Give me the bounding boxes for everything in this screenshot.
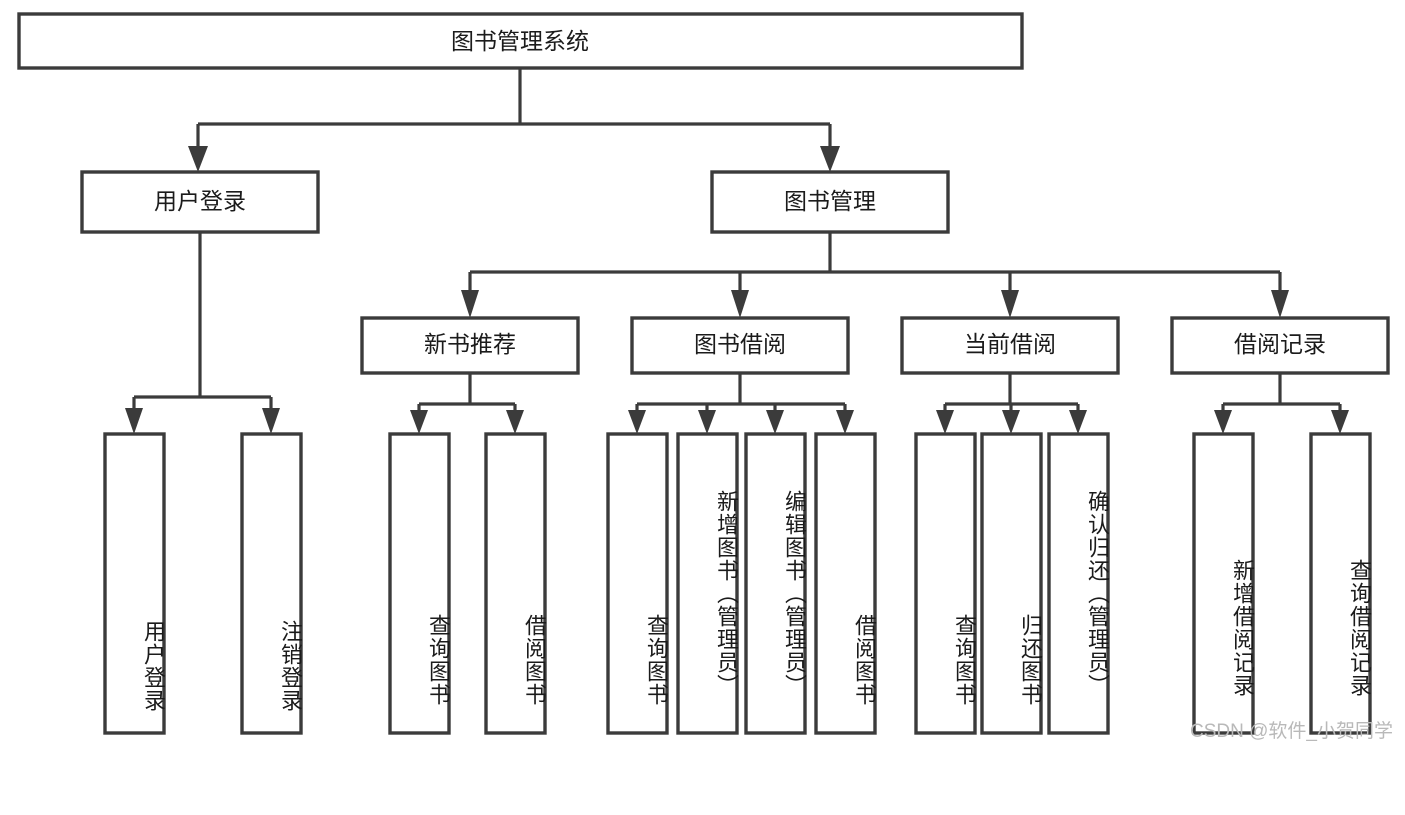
leaf-query-book-1-box[interactable]	[388, 432, 451, 735]
node-book-manage[interactable]: 图书管理	[710, 170, 950, 234]
leaf-query-record-box[interactable]	[1309, 432, 1372, 735]
arrow-head-leaf-return-book	[1002, 410, 1020, 434]
leaf-add-record-box[interactable]	[1192, 432, 1255, 735]
arrow-head-leaf-query-book-2	[628, 410, 646, 434]
diagram-canvas: 图书管理系统 用户登录 图书管理	[17, 12, 1390, 735]
arrow-head-leaf-query-book-1	[410, 410, 428, 434]
arrow-head-leaf-logout	[262, 408, 280, 434]
leaf-borrow-book-1-box[interactable]	[484, 432, 547, 735]
leaf-logout-box[interactable]	[240, 432, 303, 735]
arrow-head-leaf-add-record	[1214, 410, 1232, 434]
arrow-head-book-manage	[820, 146, 840, 172]
leaf-add-book-box[interactable]	[676, 432, 739, 735]
arrow-head-leaf-confirm-return	[1069, 410, 1087, 434]
arrow-head-leaf-edit-book	[766, 410, 784, 434]
connector-root-to-level2	[188, 68, 840, 172]
arrow-head-leaf-borrow-book-2	[836, 410, 854, 434]
node-borrow-record-box[interactable]	[1170, 316, 1390, 375]
node-root-label: 图书管理系统	[451, 28, 589, 54]
node-user-login[interactable]: 用户登录	[80, 170, 320, 234]
node-root[interactable]: 图书管理系统	[17, 12, 1024, 70]
arrow-head-leaf-query-record	[1331, 410, 1349, 434]
csdn-watermark: CSDN @软件_小贺同学	[1190, 721, 1393, 742]
arrow-head-leaf-borrow-book-1	[506, 410, 524, 434]
arrow-head-leaf-user-login	[125, 408, 143, 434]
book-management-system-diagram: 图书管理系统 用户登录 图书管理	[17, 12, 1393, 742]
arrow-head-leaf-add-book	[698, 410, 716, 434]
node-borrow-record-label: 借阅记录	[1234, 331, 1326, 357]
connector-user-login-to-leaves	[125, 232, 280, 434]
node-current-borrow[interactable]: 当前借阅	[900, 316, 1120, 375]
arrow-head-current-borrow	[1001, 290, 1019, 318]
leaf-confirm-return-box[interactable]	[1047, 432, 1110, 735]
node-new-book-recommend[interactable]: 新书推荐	[360, 316, 580, 375]
leaf-return-book-box[interactable]	[980, 432, 1043, 735]
arrow-head-user-login	[188, 146, 208, 172]
node-user-login-label: 用户登录	[154, 188, 246, 214]
connector-new-book-recommend-to-leaves	[410, 373, 524, 434]
arrow-head-leaf-query-book-3	[936, 410, 954, 434]
connector-current-borrow-to-leaves	[936, 373, 1087, 434]
node-root-box[interactable]	[17, 12, 1024, 70]
node-new-book-recommend-box[interactable]	[360, 316, 580, 375]
arrow-head-new-book-recommend	[461, 290, 479, 318]
node-book-borrow-label: 图书借阅	[694, 331, 786, 357]
node-current-borrow-label: 当前借阅	[964, 331, 1056, 357]
leaf-query-book-2-box[interactable]	[606, 432, 669, 735]
connector-borrow-record-to-leaves	[1214, 373, 1349, 434]
node-book-manage-label: 图书管理	[784, 188, 876, 214]
node-current-borrow-box[interactable]	[900, 316, 1120, 375]
leaf-edit-book-box[interactable]	[744, 432, 807, 735]
node-book-manage-box[interactable]	[710, 170, 950, 234]
node-borrow-record[interactable]: 借阅记录	[1170, 316, 1390, 375]
node-book-borrow-box[interactable]	[630, 316, 850, 375]
leaf-query-book-3-box[interactable]	[914, 432, 977, 735]
arrow-head-borrow-record	[1271, 290, 1289, 318]
leaf-borrow-book-2-box[interactable]	[814, 432, 877, 735]
connector-book-borrow-to-leaves	[628, 373, 854, 434]
node-book-borrow[interactable]: 图书借阅	[630, 316, 850, 375]
node-new-book-recommend-label: 新书推荐	[424, 331, 516, 357]
arrow-head-book-borrow	[731, 290, 749, 318]
connector-book-manage-to-level3	[461, 232, 1289, 318]
leaf-boxes	[103, 432, 1372, 735]
leaf-user-login-box[interactable]	[103, 432, 166, 735]
